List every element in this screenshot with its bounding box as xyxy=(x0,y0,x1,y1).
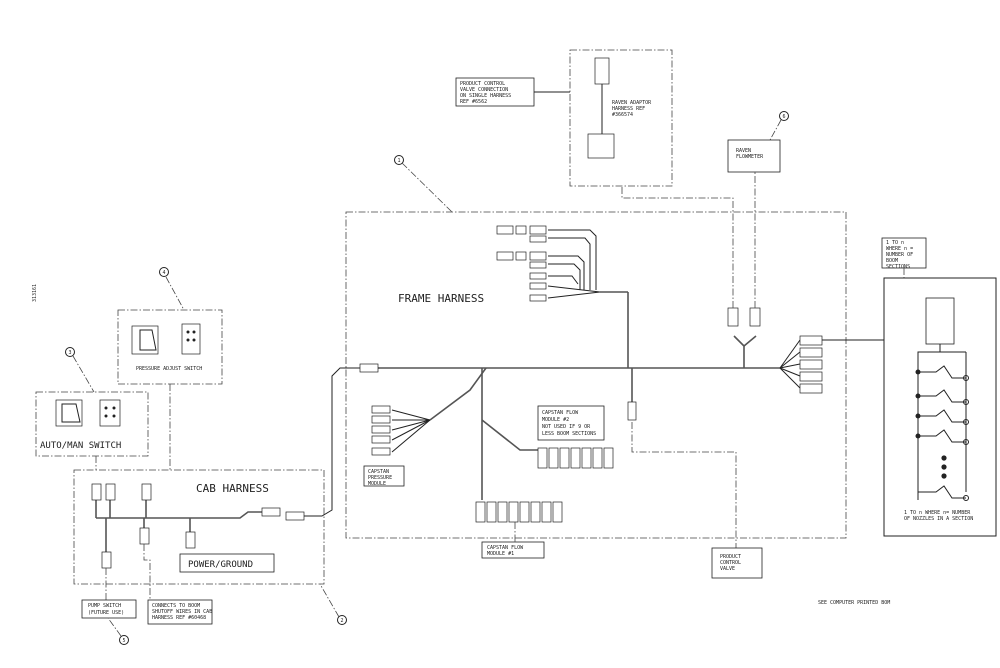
svg-text:RAVEN ADAPTOR: RAVEN ADAPTOR xyxy=(612,100,652,106)
side-code: 313161 xyxy=(32,284,38,302)
svg-text:HARNESS REF #60468: HARNESS REF #60468 xyxy=(152,615,206,621)
power-ground-label: POWER/GROUND xyxy=(188,560,253,570)
svg-text:(FUTURE USE): (FUTURE USE) xyxy=(88,610,124,616)
frame-top-connector-group xyxy=(496,225,547,302)
raven-adaptor-boundary xyxy=(569,49,673,187)
svg-text:CAPSTAN FLOW: CAPSTAN FLOW xyxy=(487,545,524,551)
frame-harness-boundary xyxy=(345,211,847,539)
svg-text:LESS BOOM SECTIONS: LESS BOOM SECTIONS xyxy=(542,431,596,437)
pump-switch-note xyxy=(81,599,137,619)
capstan-flow-2-connectors xyxy=(537,447,614,469)
callout-4 xyxy=(159,267,169,277)
svg-text:6: 6 xyxy=(783,114,786,120)
svg-text:CAPSTAN: CAPSTAN xyxy=(368,469,389,475)
raven-flowmeter-box xyxy=(727,139,781,173)
svg-text:VALVE: VALVE xyxy=(720,566,735,572)
power-ground-box xyxy=(179,553,275,573)
svg-text:1 TO n: 1 TO n xyxy=(886,240,904,246)
svg-text:MODULE: MODULE xyxy=(368,481,386,487)
boom-section-connectors xyxy=(799,335,823,394)
svg-text:PRODUCT CONTROL: PRODUCT CONTROL xyxy=(460,81,505,87)
frame-cab-connector xyxy=(359,363,379,373)
capstan-pressure-module-note xyxy=(363,465,405,487)
svg-text:NUMBER OF: NUMBER OF xyxy=(886,252,913,258)
nozzle-row-group xyxy=(915,365,969,501)
auto-man-switch-boundary xyxy=(35,391,149,457)
capstan-pressure-branch xyxy=(429,367,487,421)
callout-5 xyxy=(119,635,129,645)
svg-text:ON SINGLE HARNESS: ON SINGLE HARNESS xyxy=(460,93,511,99)
svg-text:BOOM: BOOM xyxy=(886,258,898,264)
svg-text:4: 4 xyxy=(163,270,166,276)
pressure-adjust-switch-icon xyxy=(131,323,201,355)
capstan-flow-2-note xyxy=(537,405,605,441)
svg-text:REF #6562: REF #6562 xyxy=(460,99,487,105)
svg-text:CONNECTS TO BOOM: CONNECTS TO BOOM xyxy=(152,603,200,609)
auto-man-switch-label: AUTO/MAN SWITCH xyxy=(40,441,121,451)
callout-3 xyxy=(65,347,75,357)
svg-text:NOT USED IF 9 OR: NOT USED IF 9 OR xyxy=(542,424,591,430)
svg-text:WHERE n =: WHERE n = xyxy=(886,246,913,252)
svg-text:HARNESS REF: HARNESS REF xyxy=(612,106,645,112)
cab-connectors xyxy=(91,483,305,569)
svg-text:PUMP SWITCH: PUMP SWITCH xyxy=(88,603,121,609)
nozzles-note-2: OF NOZZLES IN A SECTION xyxy=(904,516,973,522)
boom-shutoff-note xyxy=(147,599,213,625)
product-control-valve-connector xyxy=(627,401,637,421)
raven-adaptor-top-connector xyxy=(594,57,610,85)
pressure-adjust-switch-label: PRESSURE ADJUST SWITCH xyxy=(136,366,202,372)
nozzle-valve-body xyxy=(925,297,955,345)
capstan-flow-1-connectors xyxy=(475,501,563,523)
svg-text:PRODUCT: PRODUCT xyxy=(720,554,741,560)
auto-man-switch-icon xyxy=(55,399,121,427)
cab-harness-boundary xyxy=(73,469,325,585)
svg-text:3: 3 xyxy=(69,350,72,356)
nozzle-section-box xyxy=(883,277,997,537)
flowmeter-connector xyxy=(749,307,761,327)
svg-text:VALVE CONNECTION: VALVE CONNECTION xyxy=(460,87,508,93)
adaptor-connector xyxy=(727,307,739,327)
raven-adaptor-bottom-connector xyxy=(587,133,615,159)
cab-harness-label: CAB HARNESS xyxy=(196,482,269,495)
svg-text:5: 5 xyxy=(123,638,126,644)
callout-1 xyxy=(394,155,404,165)
svg-text:CONTROL: CONTROL xyxy=(720,560,741,566)
callout-1-leader xyxy=(401,162,453,213)
callout-2 xyxy=(337,615,347,625)
product-control-connection-note xyxy=(455,77,535,107)
svg-text:PRESSURE: PRESSURE xyxy=(368,475,392,481)
capstan-flow-1-note xyxy=(481,541,545,559)
svg-text:RAVEN: RAVEN xyxy=(736,148,751,154)
svg-text:SECTIONS: SECTIONS xyxy=(886,264,910,270)
cab-main-trunk xyxy=(96,511,262,519)
frame-harness-label: FRAME HARNESS xyxy=(398,292,484,305)
svg-text:MODULE #1: MODULE #1 xyxy=(487,551,514,557)
see-computer-note: SEE COMPUTER PRINTED BOM xyxy=(818,600,890,606)
boom-sections-note xyxy=(881,237,927,269)
svg-text:1: 1 xyxy=(398,158,401,164)
nozzles-note-1: 1 TO n WHERE n= NUMBER xyxy=(904,510,971,516)
capstan-pressure-connectors xyxy=(371,405,391,456)
svg-text:CAPSTAN FLOW: CAPSTAN FLOW xyxy=(542,410,579,416)
svg-text:#366574: #366574 xyxy=(612,112,633,118)
svg-text:FLOWMETER: FLOWMETER xyxy=(736,154,764,160)
svg-text:2: 2 xyxy=(341,618,344,624)
svg-text:SHUTOFF WIRES IN CAB: SHUTOFF WIRES IN CAB xyxy=(152,609,212,615)
svg-text:MODULE #2: MODULE #2 xyxy=(542,417,569,423)
product-control-valve-box xyxy=(711,547,763,579)
callout-6 xyxy=(779,111,789,121)
